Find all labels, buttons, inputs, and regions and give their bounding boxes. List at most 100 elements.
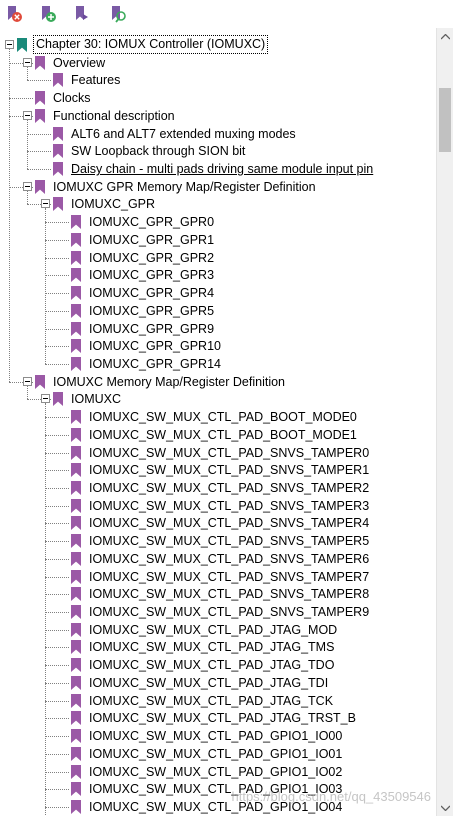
tree-item[interactable]: IOMUXC_GPR_GPR14 xyxy=(0,355,436,373)
collapse-toggle[interactable] xyxy=(23,376,32,386)
tree-item[interactable]: IOMUXC Memory Map/Register Definition xyxy=(0,373,436,391)
expand-bookmark-button[interactable] xyxy=(72,4,92,24)
tree-item[interactable]: IOMUXC_SW_MUX_CTL_PAD_GPIO1_IO02 xyxy=(0,763,436,781)
tree-item[interactable]: Daisy chain - multi pads driving same mo… xyxy=(0,160,436,178)
tree-item[interactable]: Overview xyxy=(0,54,436,72)
chapter-bookmark-icon xyxy=(17,38,27,57)
bookmark-icon xyxy=(71,445,81,460)
collapse-toggle[interactable] xyxy=(23,110,32,120)
tree-item[interactable]: IOMUXC_SW_MUX_CTL_PAD_GPIO1_IO04 xyxy=(0,798,436,816)
bookmark-icon xyxy=(71,534,81,553)
bookmark-icon xyxy=(71,640,81,655)
tree-item[interactable]: IOMUXC_SW_MUX_CTL_PAD_JTAG_TDO xyxy=(0,656,436,674)
tree-item-label: Chapter 30: IOMUX Controller (IOMUXC) xyxy=(33,35,269,54)
collapse-toggle[interactable] xyxy=(41,199,50,209)
bookmark-icon xyxy=(71,250,81,270)
tree-item[interactable]: IOMUXC_SW_MUX_CTL_PAD_GPIO1_IO03 xyxy=(0,780,436,798)
collapse-toggle[interactable] xyxy=(41,394,50,404)
tree-connector xyxy=(45,523,69,525)
collapse-toggle[interactable] xyxy=(23,57,32,67)
tree-item[interactable]: IOMUXC_SW_MUX_CTL_PAD_SNVS_TAMPER2 xyxy=(0,479,436,497)
tree-item[interactable]: IOMUXC_SW_MUX_CTL_PAD_SNVS_TAMPER5 xyxy=(0,532,436,550)
tree-connector xyxy=(9,98,33,100)
tree-connector xyxy=(45,257,69,259)
tree-connector xyxy=(45,403,46,816)
bookmark-icon xyxy=(71,729,81,744)
tree-item[interactable]: IOMUXC_GPR_GPR2 xyxy=(0,249,436,267)
tree-item[interactable]: IOMUXC_GPR_GPR9 xyxy=(0,320,436,338)
bookmark-icon xyxy=(71,427,81,442)
tree-item[interactable]: IOMUXC_SW_MUX_CTL_PAD_GPIO1_IO00 xyxy=(0,727,436,745)
tree-item[interactable]: IOMUXC GPR Memory Map/Register Definitio… xyxy=(0,178,436,196)
tree-item[interactable]: IOMUXC_SW_MUX_CTL_PAD_JTAG_TRST_B xyxy=(0,709,436,727)
tree-item[interactable]: IOMUXC_SW_MUX_CTL_PAD_SNVS_TAMPER7 xyxy=(0,568,436,586)
tree-item[interactable]: IOMUXC_SW_MUX_CTL_PAD_SNVS_TAMPER1 xyxy=(0,461,436,479)
tree-item[interactable]: IOMUXC_SW_MUX_CTL_PAD_GPIO1_IO01 xyxy=(0,745,436,763)
tree-item[interactable]: ALT6 and ALT7 extended muxing modes xyxy=(0,125,436,143)
tree-item-label: IOMUXC_SW_MUX_CTL_PAD_JTAG_TRST_B xyxy=(89,711,356,726)
bookmark-icon xyxy=(71,764,81,784)
collapse-toggle[interactable] xyxy=(23,181,32,191)
tree-item[interactable]: IOMUXC_GPR_GPR10 xyxy=(0,337,436,355)
bookmark-icon xyxy=(53,392,63,411)
tree-item[interactable]: IOMUXC_SW_MUX_CTL_PAD_SNVS_TAMPER0 xyxy=(0,444,436,462)
bookmark-icon xyxy=(71,321,81,341)
scroll-down-button[interactable] xyxy=(437,799,453,816)
bookmark-icon xyxy=(71,445,81,465)
tree-item[interactable]: IOMUXC_SW_MUX_CTL_PAD_SNVS_TAMPER4 xyxy=(0,514,436,532)
tree-item[interactable]: IOMUXC_SW_MUX_CTL_PAD_JTAG_TDI xyxy=(0,674,436,692)
bookmark-icon xyxy=(71,605,81,624)
tree-item[interactable]: Functional description xyxy=(0,107,436,125)
bookmark-icon xyxy=(71,215,81,230)
tree-item[interactable]: Clocks xyxy=(0,89,436,107)
tree-connector xyxy=(27,204,51,206)
bookmark-icon xyxy=(71,569,81,584)
tree-item[interactable]: IOMUXC_SW_MUX_CTL_PAD_BOOT_MODE1 xyxy=(0,426,436,444)
tree-item[interactable]: SW Loopback through SION bit xyxy=(0,142,436,160)
tree-connector xyxy=(9,49,10,382)
tree-connector xyxy=(45,346,69,348)
scroll-up-button[interactable] xyxy=(437,28,453,45)
tree-item[interactable]: IOMUXC_GPR_GPR0 xyxy=(0,213,436,231)
tree-connector xyxy=(27,133,51,135)
tree-item[interactable]: IOMUXC_GPR_GPR5 xyxy=(0,302,436,320)
bookmark-icon xyxy=(71,693,81,713)
tree-item[interactable]: IOMUXC_SW_MUX_CTL_PAD_SNVS_TAMPER3 xyxy=(0,497,436,515)
collapse-toggle[interactable] xyxy=(5,40,14,49)
new-bookmark-button[interactable] xyxy=(38,4,58,24)
tree-item[interactable]: Chapter 30: IOMUX Controller (IOMUXC) xyxy=(0,35,436,57)
tree-item[interactable]: IOMUXC_SW_MUX_CTL_PAD_BOOT_MODE0 xyxy=(0,408,436,426)
tree-item[interactable]: IOMUXC_SW_MUX_CTL_PAD_SNVS_TAMPER8 xyxy=(0,585,436,603)
scroll-thumb[interactable] xyxy=(439,88,451,152)
tree-item[interactable]: Features xyxy=(0,71,436,89)
tree-item[interactable]: IOMUXC_GPR_GPR3 xyxy=(0,266,436,284)
tree-item[interactable]: IOMUXC_GPR_GPR1 xyxy=(0,231,436,249)
tree-item[interactable]: IOMUXC_SW_MUX_CTL_PAD_JTAG_TMS xyxy=(0,638,436,656)
tree-item[interactable]: IOMUXC xyxy=(0,390,436,408)
tree-item-label: IOMUXC_SW_MUX_CTL_PAD_GPIO1_IO04 xyxy=(89,799,343,814)
find-bookmark-button[interactable] xyxy=(108,4,128,24)
tree-item[interactable]: IOMUXC_SW_MUX_CTL_PAD_JTAG_TCK xyxy=(0,692,436,710)
bookmark-icon xyxy=(71,303,81,323)
tree-connector xyxy=(45,612,69,614)
tree-connector xyxy=(45,594,69,596)
delete-bookmark-button[interactable] xyxy=(4,4,24,24)
bookmark-icon xyxy=(71,410,81,429)
chapter-bookmark-icon xyxy=(17,38,27,52)
tree-connector xyxy=(45,363,69,365)
bookmark-icon xyxy=(71,481,81,495)
tree-item[interactable]: IOMUXC_GPR xyxy=(0,195,436,213)
tree-connector xyxy=(27,151,51,153)
tree-connector xyxy=(45,222,69,224)
tree-item[interactable]: IOMUXC_SW_MUX_CTL_PAD_JTAG_MOD xyxy=(0,621,436,639)
tree-item[interactable]: IOMUXC_GPR_GPR4 xyxy=(0,284,436,302)
tree-item[interactable]: IOMUXC_SW_MUX_CTL_PAD_SNVS_TAMPER6 xyxy=(0,550,436,568)
bookmark-icon xyxy=(71,569,81,589)
bookmark-icon xyxy=(71,268,81,287)
tree-item-label: IOMUXC_SW_MUX_CTL_PAD_BOOT_MODE0 xyxy=(89,410,357,425)
bookmark-icon xyxy=(35,179,45,194)
tree-connector xyxy=(45,629,69,631)
tree-item-label: IOMUXC_GPR_GPR5 xyxy=(89,303,215,318)
tree-item[interactable]: IOMUXC_SW_MUX_CTL_PAD_SNVS_TAMPER9 xyxy=(0,603,436,621)
vertical-scrollbar[interactable] xyxy=(436,28,453,816)
